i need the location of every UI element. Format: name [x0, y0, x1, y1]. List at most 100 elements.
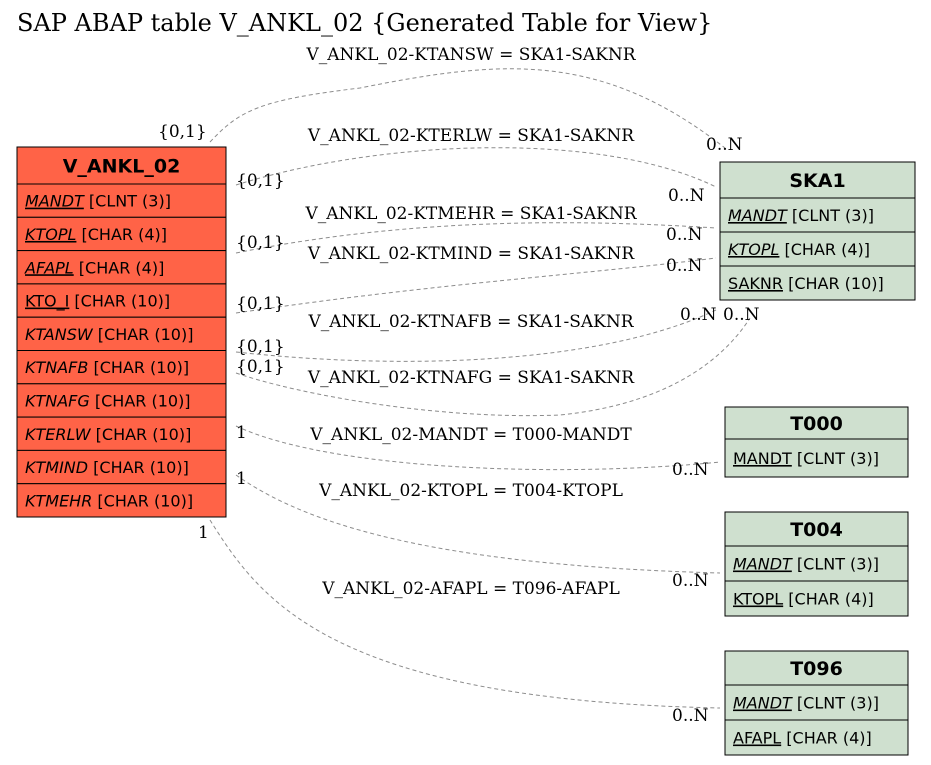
target-cardinality: 0..N	[723, 305, 760, 325]
field-type: [CLNT (3)]	[792, 694, 879, 713]
relation-line	[235, 317, 751, 417]
field-type: [CLNT (3)]	[792, 449, 879, 468]
field-row-bg	[724, 545, 909, 582]
field-name: KTNAFG	[25, 391, 90, 410]
relation: V_ANKL_02-KTMIND = SKA1-SAKNR{0,1}0..N	[235, 244, 717, 314]
field-row: MANDT [CLNT (3)]	[25, 192, 171, 211]
field-row-bg	[719, 265, 916, 301]
relations: V_ANKL_02-KTANSW = SKA1-SAKNR{0,1}0..NV_…	[158, 45, 760, 726]
target-cardinality: 0..N	[672, 706, 709, 726]
field-row: KTOPL [CHAR (4)]	[733, 590, 874, 609]
field-type: [CHAR (4)]	[781, 729, 872, 748]
field-name: MANDT	[733, 449, 792, 468]
field-name: KTANSW	[25, 325, 94, 344]
source-cardinality: {0,1}	[236, 357, 285, 377]
relation-line	[209, 68, 726, 149]
field-name: KTO_I	[25, 292, 69, 312]
target-cardinality: 0..N	[680, 305, 717, 325]
field-name: KTMEHR	[25, 491, 92, 510]
relation-line	[235, 257, 717, 314]
relation-label: V_ANKL_02-KTOPL = T004-KTOPL	[318, 481, 623, 501]
relation-label: V_ANKL_02-KTNAFG = SKA1-SAKNR	[307, 368, 635, 388]
diagram-title: SAP ABAP table V_ANKL_02 {Generated Tabl…	[17, 9, 712, 37]
field-row: MANDT [CLNT (3)]	[728, 206, 874, 225]
field-type: [CLNT (3)]	[792, 555, 879, 574]
field-row: MANDT [CLNT (3)]	[733, 555, 879, 574]
target-cardinality: 0..N	[668, 186, 705, 206]
target-cardinality: 0..N	[672, 460, 709, 480]
relation-label: V_ANKL_02-KTERLW = SKA1-SAKNR	[307, 126, 635, 146]
field-name: KTNAFB	[25, 358, 88, 377]
field-name: KTMIND	[25, 458, 88, 477]
field-row: KTERLW [CHAR (10)]	[25, 425, 191, 444]
target-cardinality: 0..N	[666, 256, 703, 276]
field-type: [CHAR (4)]	[76, 225, 167, 244]
field-type: [CHAR (10)]	[783, 274, 884, 293]
field-row: KTNAFB [CHAR (10)]	[25, 358, 189, 377]
table-header-bg	[724, 650, 909, 686]
field-type: [CHAR (10)]	[90, 391, 191, 410]
field-type: [CLNT (3)]	[787, 206, 874, 225]
relation-label: V_ANKL_02-MANDT = T000-MANDT	[309, 425, 632, 445]
field-row-bg	[16, 183, 227, 218]
relation: V_ANKL_02-KTNAFB = SKA1-SAKNR{0,1}0..N	[235, 305, 717, 362]
field-type: [CHAR (10)]	[93, 325, 194, 344]
table-header-bg	[724, 511, 909, 547]
relation-label: V_ANKL_02-KTANSW = SKA1-SAKNR	[305, 45, 636, 65]
field-name: KTOPL	[733, 590, 783, 609]
field-name: MANDT	[25, 192, 85, 211]
relation-line	[209, 519, 721, 709]
relation: V_ANKL_02-KTERLW = SKA1-SAKNR {0,1} 0..N	[235, 126, 717, 206]
field-name: MANDT	[728, 206, 788, 225]
field-name: AFAPL	[24, 258, 74, 277]
field-type: [CHAR (10)]	[92, 491, 193, 510]
table-name: T000	[790, 413, 843, 435]
field-type: [CLNT (3)]	[84, 192, 171, 211]
field-type: [CHAR (10)]	[69, 292, 170, 311]
source-cardinality: {0,1}	[158, 122, 207, 142]
field-row: AFAPL [CHAR (4)]	[733, 729, 872, 748]
source-cardinality: {0,1}	[236, 337, 285, 357]
field-row-bg	[724, 438, 909, 478]
field-name: MANDT	[733, 694, 793, 713]
field-row-bg	[16, 350, 227, 385]
field-type: [CHAR (4)]	[779, 240, 870, 259]
field-row: MANDT [CLNT (3)]	[733, 449, 879, 468]
field-row: KTMIND [CHAR (10)]	[25, 458, 189, 477]
field-row-bg	[16, 383, 227, 418]
table-header-bg	[724, 406, 909, 440]
target-cardinality: 0..N	[706, 135, 743, 155]
table-name: T096	[790, 658, 843, 680]
relation-label: V_ANKL_02-KTMIND = SKA1-SAKNR	[307, 244, 636, 264]
relation-line	[235, 425, 721, 471]
field-name: KTOPL	[728, 240, 779, 259]
table-header-bg	[719, 161, 916, 199]
field-name: KTOPL	[25, 225, 76, 244]
field-row: KTMEHR [CHAR (10)]	[25, 491, 193, 510]
relation: V_ANKL_02-KTMEHR = SKA1-SAKNR{0,1}0..N	[235, 204, 717, 254]
field-row: SAKNR [CHAR (10)]	[728, 274, 884, 293]
field-row-bg	[16, 316, 227, 352]
field-type: [CHAR (10)]	[91, 425, 192, 444]
field-row-bg	[719, 197, 916, 233]
field-row: KTOPL [CHAR (4)]	[728, 240, 870, 259]
field-row: AFAPL [CHAR (4)]	[24, 258, 164, 277]
target-cardinality: 0..N	[672, 571, 709, 591]
field-row: KTO_I [CHAR (10)]	[25, 292, 170, 312]
field-name: MANDT	[733, 555, 793, 574]
relation: V_ANKL_02-KTANSW = SKA1-SAKNR {0,1} 0..N	[158, 45, 743, 155]
field-row-bg	[16, 449, 227, 485]
field-row-bg	[719, 231, 916, 267]
source-cardinality: {0,1}	[236, 233, 285, 253]
table-name: SKA1	[789, 170, 845, 192]
field-type: [CHAR (4)]	[783, 590, 874, 609]
field-row-bg	[16, 483, 227, 518]
source-cardinality: {0,1}	[236, 171, 285, 191]
